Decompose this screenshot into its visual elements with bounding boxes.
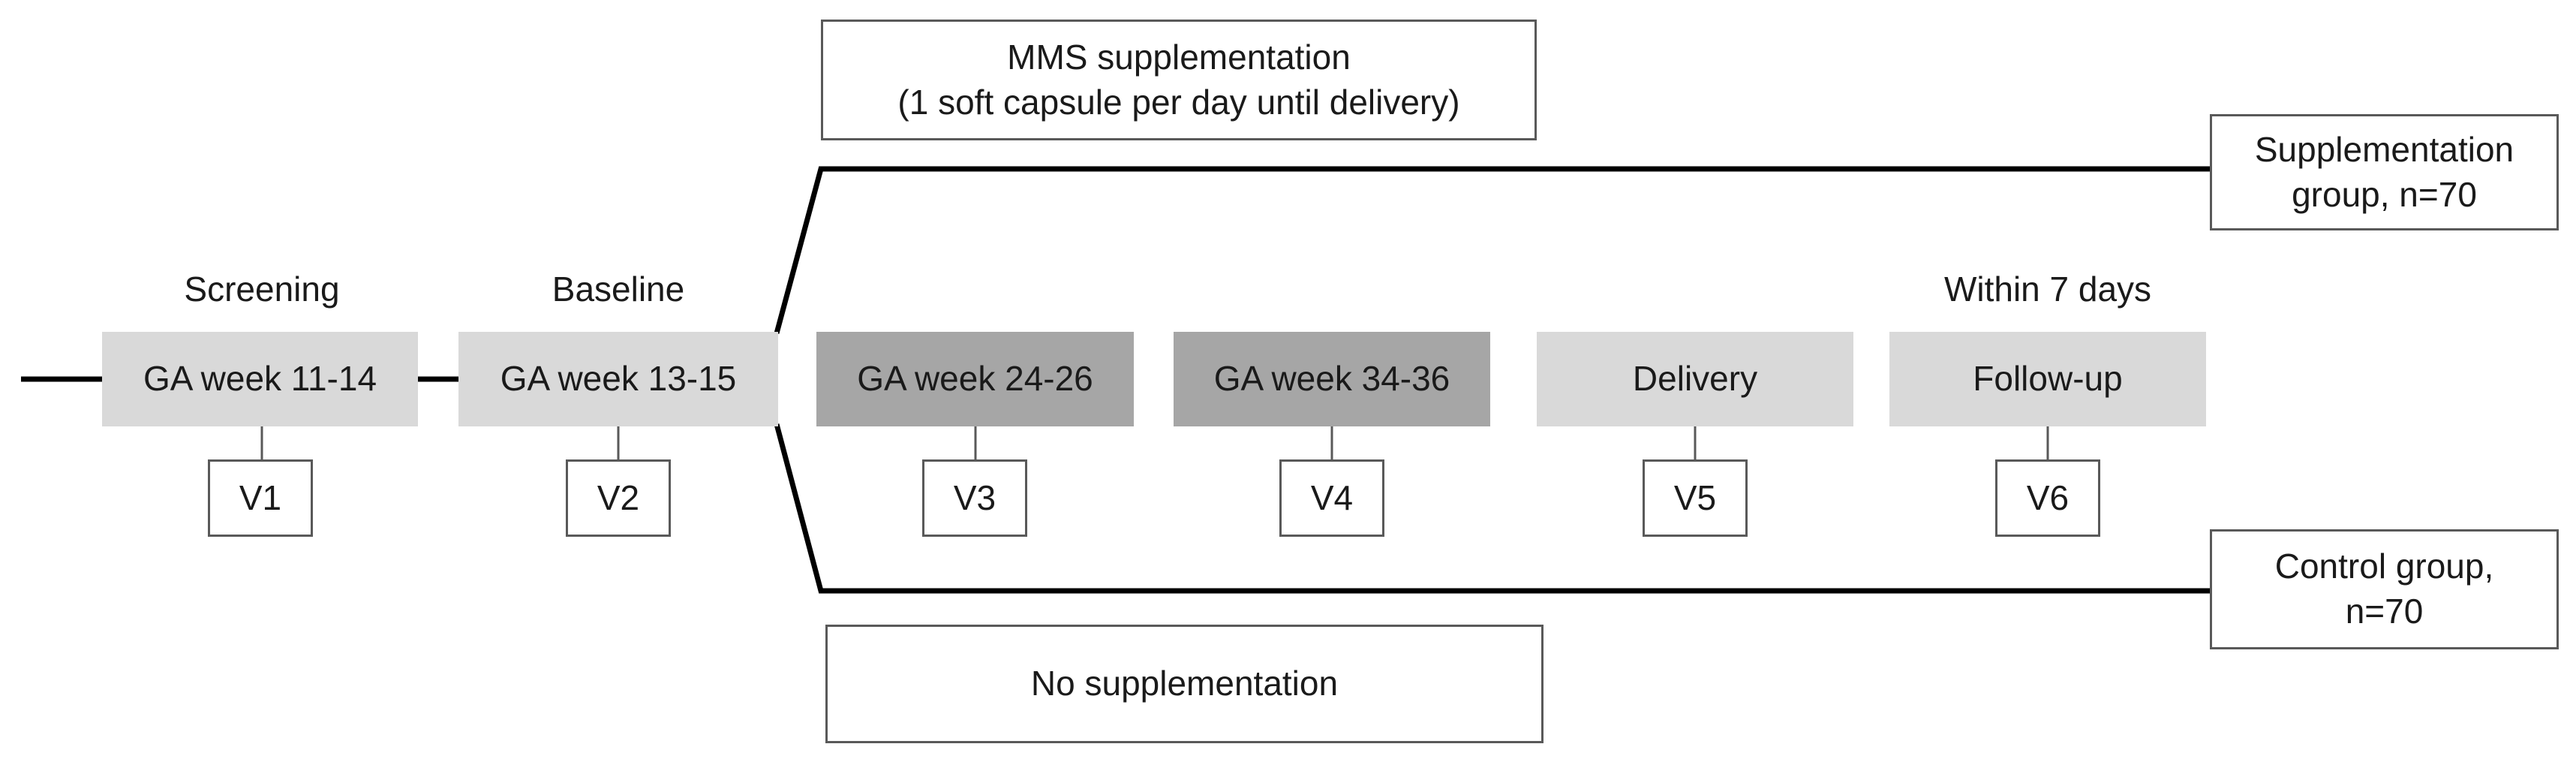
screening-label: Screening — [184, 270, 340, 309]
timepoint-label: GA week 13-15 — [500, 359, 737, 399]
visit-label: V4 — [1310, 477, 1354, 517]
timepoint-label: GA week 34-36 — [1213, 359, 1450, 399]
timepoint-label: GA week 24-26 — [857, 359, 1093, 399]
timepoint-box-5: Delivery — [1537, 332, 1853, 426]
timepoint-box-1: GA week 11-14 — [102, 332, 418, 426]
intervention-description-line2: (1 soft capsule per day until delivery) — [897, 82, 1460, 122]
visit-label: V2 — [597, 477, 640, 517]
control-description-box: No supplementation — [825, 625, 1543, 743]
timepoint-box-2: GA week 13-15 — [458, 332, 778, 426]
visit-label: V5 — [1673, 477, 1717, 517]
timepoint-label: GA week 11-14 — [143, 359, 377, 399]
supplementation-group-line1: Supplementation — [2254, 129, 2514, 169]
visit-label: V1 — [239, 477, 282, 517]
supplementation-group-box: Supplementation group, n=70 — [2210, 114, 2559, 230]
visit-label: V6 — [2026, 477, 2070, 517]
timepoint-label: Follow-up — [1973, 359, 2123, 399]
visit-box-2: V2 — [566, 459, 671, 537]
timepoint-box-6: Follow-up — [1889, 332, 2206, 426]
visit-box-1: V1 — [208, 459, 313, 537]
timepoint-label: Delivery — [1632, 359, 1758, 399]
control-arm-line — [774, 423, 2210, 594]
supplementation-arm-line — [774, 166, 2210, 334]
supplementation-group-line2: group, n=70 — [2292, 174, 2477, 214]
control-description: No supplementation — [1030, 664, 1339, 703]
visit-box-3: V3 — [922, 459, 1027, 537]
intervention-description-box: MMS supplementation (1 soft capsule per … — [821, 20, 1537, 140]
follow-up-window-label: Within 7 days — [1943, 270, 2152, 309]
control-group-line2: n=70 — [2345, 592, 2424, 631]
timepoint-box-3: GA week 24-26 — [816, 332, 1134, 426]
timepoint-box-4: GA week 34-36 — [1174, 332, 1490, 426]
visit-box-5: V5 — [1643, 459, 1748, 537]
visit-label: V3 — [953, 477, 996, 517]
control-group-box: Control group, n=70 — [2210, 529, 2559, 649]
intervention-description-line1: MMS supplementation — [1007, 37, 1351, 77]
visit-box-6: V6 — [1995, 459, 2100, 537]
visit-box-4: V4 — [1279, 459, 1384, 537]
control-group-line1: Control group, — [2274, 547, 2494, 586]
baseline-label: Baseline — [552, 270, 685, 309]
